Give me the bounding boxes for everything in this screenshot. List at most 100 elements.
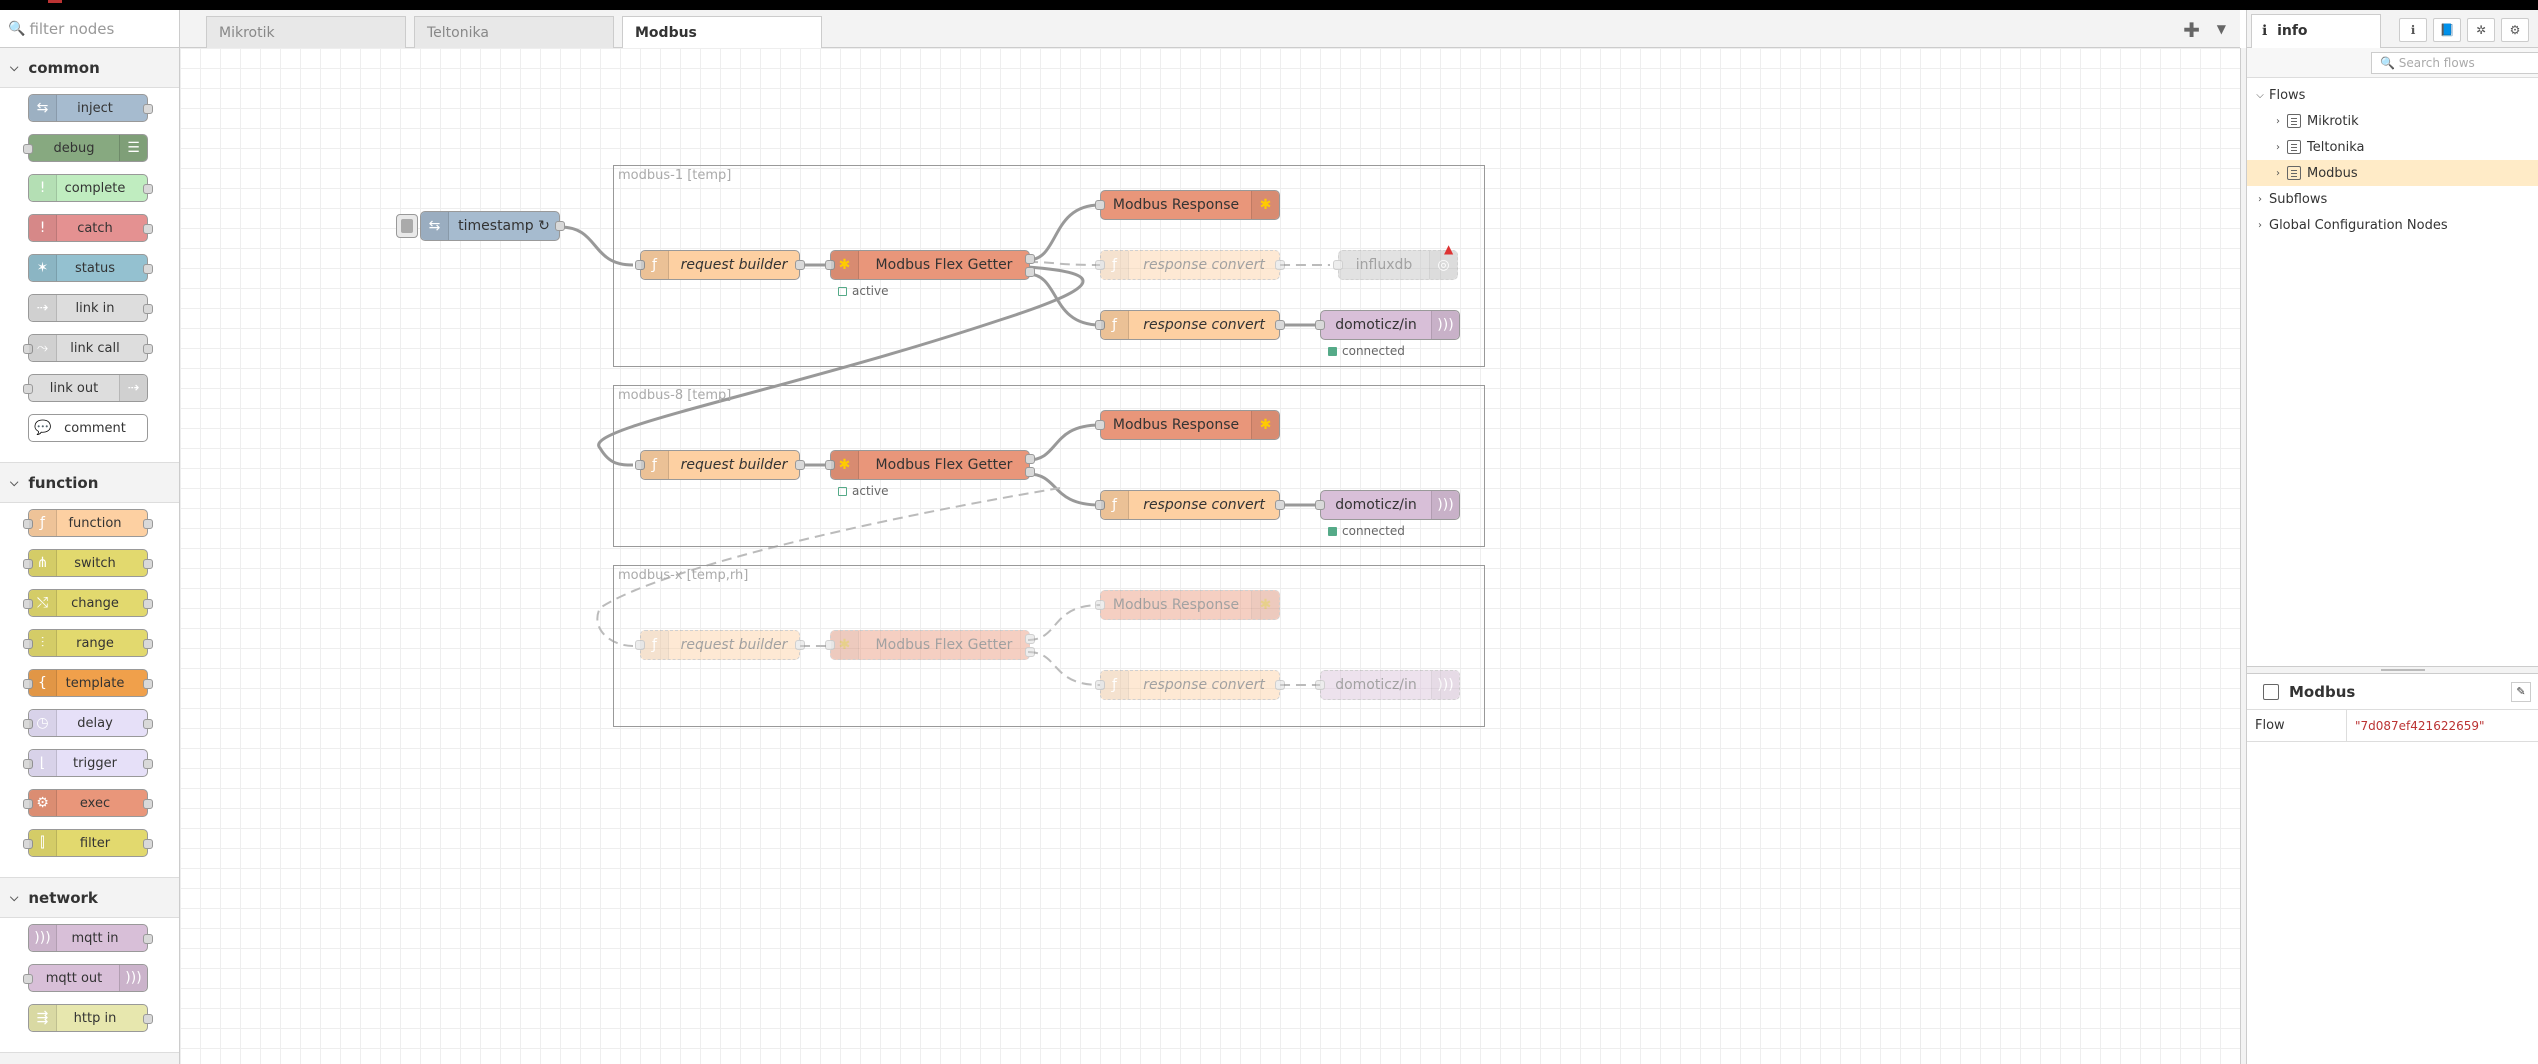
output-port[interactable] xyxy=(1025,267,1035,277)
tree-flows[interactable]: ⌵Flows xyxy=(2247,82,2538,108)
flow-canvas[interactable]: modbus-1 [temp] modbus-8 [temp] modbus-x… xyxy=(180,48,2240,1064)
node-timestamp[interactable]: ⇆ timestamp ↻ xyxy=(420,211,565,241)
palette-node-inject[interactable]: ⇆inject xyxy=(28,94,153,122)
chevron-down-icon[interactable]: ▼ xyxy=(2216,22,2226,36)
node-response-convert-disabled[interactable]: ƒ response convert xyxy=(1095,670,1285,700)
category-header-function[interactable]: ⌵function xyxy=(0,463,179,503)
palette-node-http-in[interactable]: ⇶http in xyxy=(28,1004,153,1032)
node-modbus-response-disabled[interactable]: Modbus Response ✱ xyxy=(1095,590,1280,620)
tab-mikrotik[interactable]: Mikrotik xyxy=(206,16,406,48)
tab-info[interactable]: ℹ info xyxy=(2251,14,2381,48)
palette-node-catch[interactable]: !catch xyxy=(28,214,153,242)
input-port[interactable] xyxy=(1333,260,1343,270)
palette-node-mqtt-out[interactable]: mqtt out))) xyxy=(23,964,148,992)
node-influxdb[interactable]: influxdb ◎ xyxy=(1333,250,1458,280)
node-modbus-response[interactable]: Modbus Response ✱ xyxy=(1095,410,1280,440)
palette-search-placeholder[interactable]: filter nodes xyxy=(29,19,115,38)
node-response-convert[interactable]: ƒ response convert xyxy=(1095,310,1285,340)
sidebar-splitter[interactable] xyxy=(2240,48,2246,1064)
node-request-builder[interactable]: ƒ request builder xyxy=(635,450,805,480)
tree-flow-modbus[interactable]: ›Modbus xyxy=(2247,160,2538,186)
node-response-convert-disabled[interactable]: ƒ response convert xyxy=(1095,250,1285,280)
output-port[interactable] xyxy=(1025,254,1035,264)
output-port[interactable] xyxy=(1275,500,1285,510)
tree-flow-mikrotik[interactable]: ›Mikrotik xyxy=(2247,108,2538,134)
node-domoticz-in[interactable]: domoticz/in ))) xyxy=(1315,490,1460,520)
group-modbus-8[interactable]: modbus-8 [temp] xyxy=(613,385,1485,547)
palette-node-range[interactable]: ⫶range xyxy=(23,629,153,657)
node-response-convert[interactable]: ƒ response convert xyxy=(1095,490,1285,520)
drag-handle[interactable] xyxy=(2381,669,2425,671)
node-modbus-flex-getter[interactable]: ✱ Modbus Flex Getter xyxy=(825,250,1035,280)
node-domoticz-in[interactable]: domoticz/in ))) xyxy=(1315,310,1460,340)
tree-flow-teltonika[interactable]: ›Teltonika xyxy=(2247,134,2538,160)
palette-node-delay[interactable]: ◷delay xyxy=(23,709,153,737)
tab-teltonika[interactable]: Teltonika xyxy=(414,16,614,48)
gear-icon[interactable]: ⚙ xyxy=(2501,18,2529,42)
category-header-network[interactable]: ⌵network xyxy=(0,878,179,918)
palette-node-exec[interactable]: ⚙exec xyxy=(23,789,153,817)
input-port[interactable] xyxy=(1095,420,1105,430)
output-port[interactable] xyxy=(1025,454,1035,464)
search-flows-input[interactable]: 🔍 Search flows xyxy=(2371,52,2538,74)
group-modbus-x[interactable]: modbus-x [temp,rh] xyxy=(613,565,1485,727)
output-port[interactable] xyxy=(795,640,805,650)
book-icon[interactable]: 📘 xyxy=(2433,18,2461,42)
info-icon[interactable]: ℹ xyxy=(2399,18,2427,42)
edit-icon[interactable]: ✎ xyxy=(2511,682,2531,702)
input-port[interactable] xyxy=(1315,320,1325,330)
input-port[interactable] xyxy=(1315,680,1325,690)
add-tab-icon[interactable]: ✚ xyxy=(2183,18,2200,42)
output-port[interactable] xyxy=(1025,634,1035,644)
palette-node-filter[interactable]: ⫿filter xyxy=(23,829,153,857)
tree-subflows[interactable]: ›Subflows xyxy=(2247,186,2538,212)
input-port[interactable] xyxy=(1095,320,1105,330)
palette-node-link-call[interactable]: ⤳link call xyxy=(23,334,153,362)
group-modbus-1[interactable]: modbus-1 [temp] xyxy=(613,165,1485,367)
input-port[interactable] xyxy=(635,260,645,270)
input-port[interactable] xyxy=(1095,680,1105,690)
input-port[interactable] xyxy=(1095,500,1105,510)
tree-global-config[interactable]: ›Global Configuration Nodes xyxy=(2247,212,2538,238)
input-port[interactable] xyxy=(635,460,645,470)
palette-node-link-in[interactable]: ⇢link in xyxy=(28,294,153,322)
node-modbus-flex-getter-disabled[interactable]: ✱ Modbus Flex Getter xyxy=(825,630,1035,660)
output-port[interactable] xyxy=(1275,260,1285,270)
input-port[interactable] xyxy=(1095,260,1105,270)
node-modbus-flex-getter[interactable]: ✱ Modbus Flex Getter xyxy=(825,450,1035,480)
input-port[interactable] xyxy=(825,460,835,470)
input-port[interactable] xyxy=(825,640,835,650)
input-port[interactable] xyxy=(1315,500,1325,510)
palette-node-mqtt-in[interactable]: )))mqtt in xyxy=(28,924,153,952)
category-header-common[interactable]: ⌵common xyxy=(0,48,179,88)
tab-modbus[interactable]: Modbus xyxy=(622,16,822,49)
palette-node-comment[interactable]: 💬comment xyxy=(28,414,148,442)
bug-icon[interactable]: ✲ xyxy=(2467,18,2495,42)
palette-node-debug[interactable]: debug☰ xyxy=(23,134,148,162)
input-port[interactable] xyxy=(1095,200,1105,210)
palette-node-status[interactable]: ✶status xyxy=(28,254,153,282)
output-port[interactable] xyxy=(1025,647,1035,657)
input-port[interactable] xyxy=(1095,600,1105,610)
palette-node-template[interactable]: {template xyxy=(23,669,153,697)
sidebar-panel-divider[interactable] xyxy=(2247,666,2538,674)
input-port[interactable] xyxy=(825,260,835,270)
palette-node-switch[interactable]: ⋔switch xyxy=(23,549,153,577)
node-domoticz-in-disabled[interactable]: domoticz/in ))) xyxy=(1315,670,1460,700)
output-port[interactable] xyxy=(795,460,805,470)
node-modbus-response[interactable]: Modbus Response ✱ xyxy=(1095,190,1280,220)
palette-search[interactable]: 🔍 filter nodes xyxy=(0,10,179,48)
output-port[interactable] xyxy=(555,221,565,231)
node-request-builder-disabled[interactable]: ƒ request builder xyxy=(635,630,805,660)
output-port[interactable] xyxy=(795,260,805,270)
output-port[interactable] xyxy=(1275,320,1285,330)
input-port[interactable] xyxy=(635,640,645,650)
inject-button[interactable] xyxy=(396,214,418,238)
palette-node-link-out[interactable]: link out⇢ xyxy=(23,374,148,402)
palette-node-trigger[interactable]: ⌊trigger xyxy=(23,749,153,777)
node-request-builder[interactable]: ƒ request builder xyxy=(635,250,805,280)
output-port[interactable] xyxy=(1025,467,1035,477)
palette-node-change[interactable]: ⤭change xyxy=(23,589,153,617)
palette-node-complete[interactable]: !complete xyxy=(28,174,153,202)
